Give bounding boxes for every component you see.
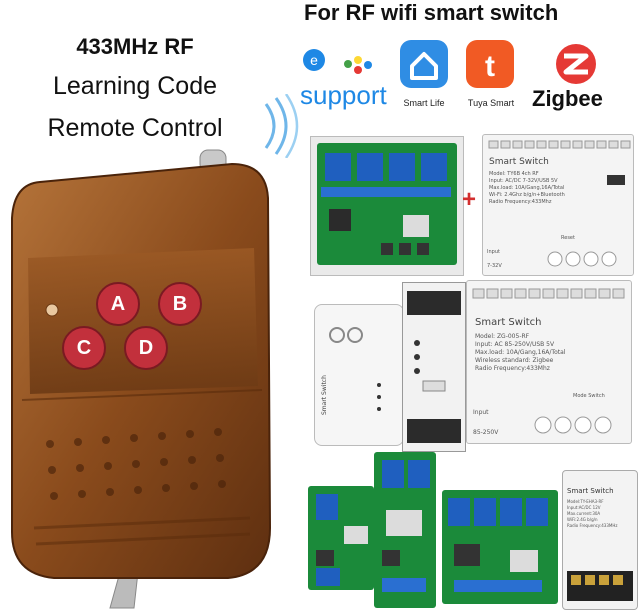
remote-button-c[interactable]: C: [62, 326, 106, 370]
zigbee-input-label: Input: [473, 409, 489, 416]
learning-code-caption: Learning Code: [52, 72, 217, 100]
zigbee-module-title: Smart Switch: [475, 317, 542, 328]
zigbee-label: Zigbee: [532, 86, 603, 111]
zigbee-module-specs: Model: ZG-005-RF Input: AC 85-250V/USB 5…: [475, 333, 566, 372]
mode-switch-label: Mode Switch: [573, 393, 605, 399]
ewelink-icon: e: [303, 49, 372, 74]
small-switch-body: [329, 327, 381, 411]
module-title: Smart Switch: [489, 157, 549, 167]
page-title: For RF wifi smart switch: [304, 0, 559, 25]
smart-life-icon: [400, 40, 448, 88]
input-voltage: 7-32V: [487, 263, 502, 269]
tuya-icon: t: [466, 40, 514, 88]
small-switch-title: Smart Switch: [321, 375, 328, 415]
tuya-smart-label: Tuya Smart: [467, 98, 515, 108]
terminal-sockets: [488, 140, 631, 267]
smart-life-label: Smart Life: [403, 98, 445, 108]
pcb-4ch-bottom: [442, 490, 558, 604]
bottom-module-title: Smart Switch: [567, 487, 614, 495]
remote-button-a[interactable]: A: [96, 282, 140, 326]
pcb-board: [317, 143, 457, 265]
remote-button-d[interactable]: D: [124, 326, 168, 370]
bottom-white-module: Smart Switch Model:TY-EHA3-RF Input:AC/D…: [562, 470, 638, 610]
frequency-caption: 433MHz RF: [76, 34, 194, 59]
board-4ch-green-photo: [310, 136, 464, 276]
zigbee-terminal-sockets: [472, 288, 625, 434]
inline-module-body: [407, 291, 461, 443]
zigbee-icon: [556, 44, 596, 84]
svg-text:e: e: [310, 52, 318, 68]
rf-remote-control: [11, 149, 272, 609]
svg-text:t: t: [485, 50, 495, 83]
module-specs: Model: TY6B 4ch RF Input: AC/DC 7-32V/US…: [489, 171, 565, 205]
board-4ch-green-bottom: [440, 488, 560, 608]
board-1ch-green: [306, 484, 376, 594]
zigbee-4ch-module: Smart Switch Model: ZG-005-RF Input: AC …: [466, 280, 632, 444]
pcb-2ch: [374, 452, 436, 608]
reset-label: Reset: [561, 235, 575, 241]
smart-life-app: Smart Life: [398, 40, 450, 110]
plus-sign: +: [462, 186, 477, 213]
input-label: Input: [487, 249, 500, 255]
pcb-1ch: [308, 486, 374, 590]
zigbee-inline-module: [402, 282, 466, 452]
tuya-4ch-module: Smart Switch Model: TY6B 4ch RF Input: A…: [482, 134, 634, 276]
small-smart-switch: Smart Switch: [314, 304, 404, 446]
zigbee-input-voltage: 85-250V: [473, 429, 499, 436]
bottom-module-terminals: [567, 571, 633, 601]
tuya-smart-app: t Tuya Smart: [464, 40, 518, 110]
remote-control-caption: Remote Control: [47, 114, 223, 142]
bottom-module-specs: Model:TY-EHA3-RF Input:AC/DC 12V Max.cur…: [567, 499, 618, 528]
remote-button-b[interactable]: B: [158, 282, 202, 326]
ewelink-support-logo: e support: [300, 38, 392, 110]
signal-waves-icon: [264, 94, 299, 158]
support-label: support: [300, 80, 387, 110]
board-2ch-green: [372, 450, 438, 610]
zigbee-logo: Zigbee: [532, 42, 622, 112]
